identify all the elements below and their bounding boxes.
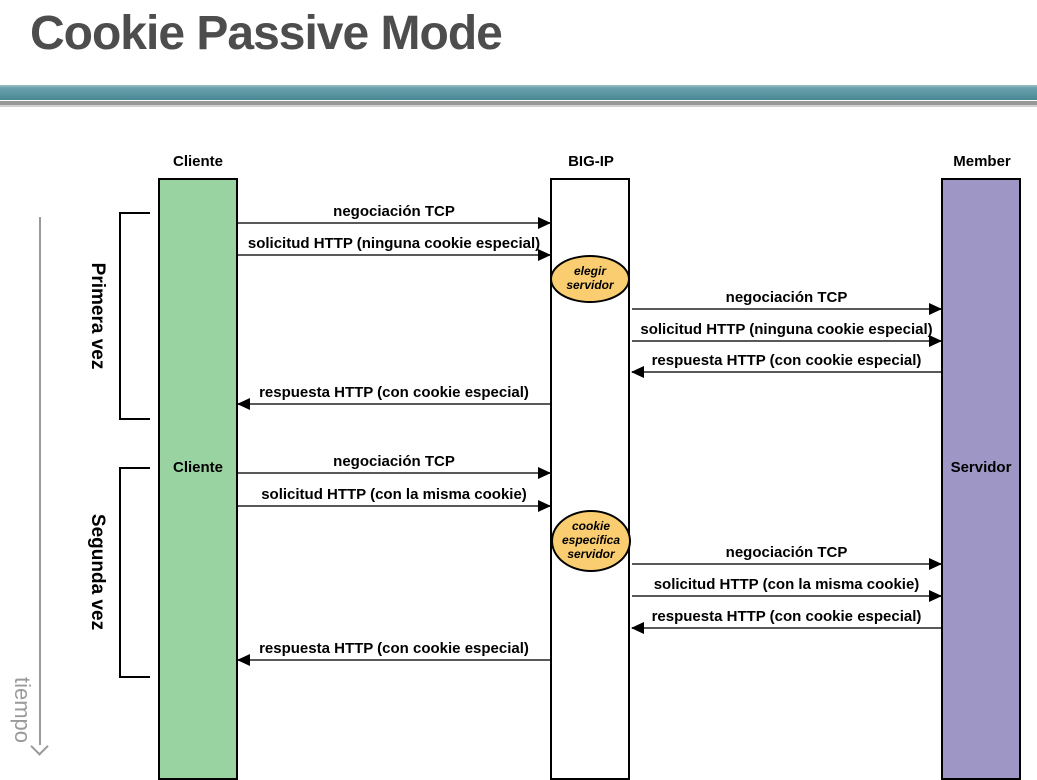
arrowhead-right-icon — [929, 590, 942, 602]
decision-ellipse-cookie-especifica-servidor: cookie especifica servidor — [551, 510, 631, 572]
message-arrow: solicitud HTTP (ninguna cookie especial) — [632, 318, 942, 347]
message-arrow: negociación TCP — [238, 200, 551, 229]
inner-label-cliente: Cliente — [172, 459, 223, 476]
message-arrow: solicitud HTTP (ninguna cookie especial) — [238, 232, 551, 261]
lifeline-header-member: Member — [953, 153, 1011, 170]
arrowhead-right-icon — [538, 249, 551, 261]
accent-bar — [0, 85, 1037, 100]
phase-bracket-primera — [119, 212, 150, 420]
lifeline-header-cliente: Cliente — [172, 153, 223, 170]
message-arrow: negociación TCP — [632, 541, 942, 570]
message-arrow: respuesta HTTP (con cookie especial) — [631, 605, 941, 634]
message-arrow: solicitud HTTP (con la misma cookie) — [238, 483, 551, 512]
message-arrow: respuesta HTTP (con cookie especial) — [237, 381, 550, 410]
message-arrow: respuesta HTTP (con cookie especial) — [237, 637, 550, 666]
message-arrow: solicitud HTTP (con la misma cookie) — [632, 573, 942, 602]
arrowhead-left-icon — [237, 654, 250, 666]
arrowhead-right-icon — [538, 500, 551, 512]
accent-bar-highlight — [0, 105, 1037, 107]
arrowhead-right-icon — [538, 217, 551, 229]
arrowhead-right-icon — [929, 303, 942, 315]
phase-bracket-segunda — [119, 467, 150, 678]
arrowhead-left-icon — [631, 366, 644, 378]
message-arrow: negociación TCP — [238, 450, 551, 479]
arrowhead-left-icon — [237, 398, 250, 410]
time-axis-line — [39, 217, 41, 745]
arrowhead-right-icon — [929, 335, 942, 347]
message-arrow: respuesta HTTP (con cookie especial) — [631, 349, 941, 378]
arrowhead-right-icon — [929, 558, 942, 570]
lifeline-column-cliente — [158, 178, 238, 780]
message-arrow: negociación TCP — [632, 286, 942, 315]
inner-label-servidor: Servidor — [950, 459, 1012, 476]
lifeline-column-member — [941, 178, 1021, 780]
accent-bar-shadow — [0, 101, 1037, 105]
arrowhead-right-icon — [538, 467, 551, 479]
arrowhead-left-icon — [631, 622, 644, 634]
lifeline-header-bigip: BIG-IP — [568, 153, 614, 170]
page-title: Cookie Passive Mode — [30, 7, 503, 60]
decision-ellipse-elegir-servidor: elegir servidor — [550, 255, 630, 303]
